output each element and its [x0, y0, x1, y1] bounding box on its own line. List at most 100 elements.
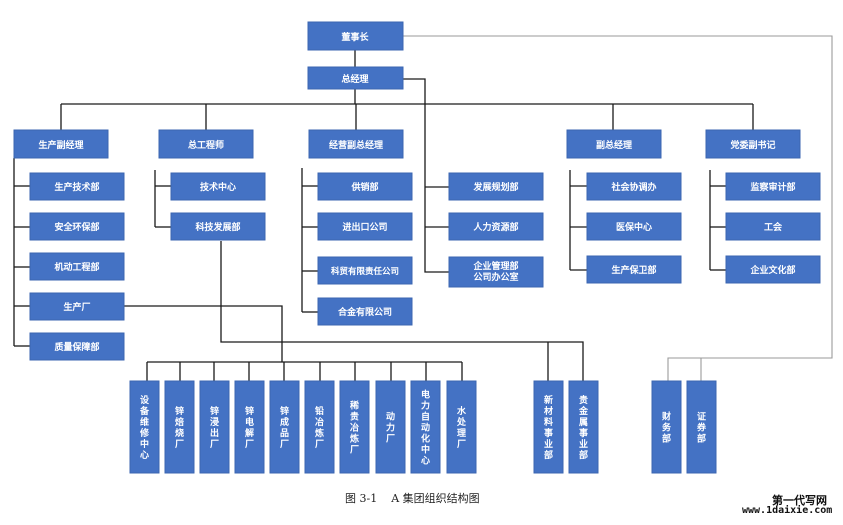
label-char: 焙: [175, 416, 184, 428]
node-power-plant-label: 动力厂: [386, 412, 395, 445]
node-vgm-label: 副总经理: [596, 139, 632, 151]
label-char: 料: [544, 416, 553, 428]
node-gm: [307, 66, 404, 90]
node-culture: [725, 255, 821, 284]
label-char: 部: [579, 449, 588, 461]
label-char: 部: [662, 433, 671, 445]
label-char: 财: [661, 411, 671, 423]
label-char: 稀: [350, 400, 359, 412]
label-char: 中: [140, 438, 149, 450]
node-union-label: 工会: [764, 221, 783, 233]
conn-scidev-plants: [220, 241, 584, 381]
node-import-export-label: 进出口公司: [342, 221, 387, 233]
label-char: 厂: [386, 434, 395, 445]
label-char: 事: [544, 427, 553, 439]
node-medical-label: 医保中心: [616, 221, 652, 233]
node-rare-smelt: [339, 380, 370, 474]
label-char: 锌: [280, 405, 289, 417]
node-chairman-label: 董事长: [341, 31, 369, 43]
node-prod-tech: [29, 172, 125, 201]
node-social: [586, 172, 682, 201]
watermark-url: www.1daixie.com: [742, 505, 833, 516]
label-char: 券: [696, 422, 707, 434]
node-alloy-ltd: [317, 297, 413, 326]
node-party-sec-label: 党委副书记: [730, 139, 775, 151]
node-zinc-roast-label: 锌焙烧厂: [175, 405, 184, 450]
label-char: 业: [544, 438, 553, 450]
label-char: 自: [421, 411, 430, 423]
label-line: 公司办公室: [473, 271, 518, 283]
node-rare-smelt-label: 稀贵冶炼厂: [350, 400, 359, 456]
figure-caption: 图 3-1 A 集团组织结构图: [345, 492, 480, 505]
node-equip-repair-label: 设备维修中心: [139, 394, 150, 461]
node-union: [725, 212, 821, 241]
label-char: 动: [386, 412, 395, 423]
node-zinc-roast: [164, 380, 195, 474]
node-zinc-product: [269, 380, 300, 474]
label-char: 厂: [245, 439, 254, 450]
node-securities-label: 证券部: [696, 412, 707, 445]
node-prod-vgm: [13, 129, 109, 159]
node-finance: [651, 380, 682, 474]
label-char: 锌: [210, 405, 219, 417]
label-char: 心: [140, 450, 149, 461]
node-chairman: [307, 21, 404, 51]
label-char: 新: [544, 394, 553, 406]
node-elec-auto-label: 电力自动化中心: [421, 389, 430, 467]
node-trade-ltd: [317, 256, 413, 285]
node-op-vgm: [308, 129, 404, 159]
label-char: 电: [245, 416, 254, 428]
conn-chairman-finance: [403, 35, 833, 381]
label-char: 厂: [210, 439, 219, 450]
label-char: 设: [140, 394, 150, 406]
label-char: 电: [421, 389, 430, 401]
label-char: 品: [280, 428, 289, 439]
label-char: 金: [578, 405, 589, 417]
node-import-export: [317, 212, 413, 241]
label-char: 贵: [579, 394, 588, 406]
org-chart: 董事长 总经理 生产副经理 总工程师 经营副总经理 副总经理 党委副书记 生产技…: [13, 21, 833, 474]
node-finance-label: 财务部: [661, 411, 672, 445]
label-char: 维: [140, 416, 149, 428]
node-trade-ltd-label: 科贸有限责任公司: [331, 266, 399, 277]
node-vgm: [566, 129, 662, 159]
node-tech-center-label: 技术中心: [200, 181, 236, 193]
node-lead-smelt: [304, 380, 335, 474]
label-char: 冶: [350, 422, 359, 434]
label-char: 力: [421, 400, 430, 412]
label-char: 修: [139, 427, 150, 439]
node-supply-label: 供销部: [350, 181, 378, 193]
label-char: 理: [457, 428, 466, 439]
node-safety-env-label: 安全环保部: [54, 221, 99, 233]
node-securities: [686, 380, 717, 474]
label-char: 冶: [315, 416, 324, 428]
node-mech-power: [29, 252, 125, 281]
node-gm-label: 总经理: [341, 73, 368, 85]
node-zinc-elec: [234, 380, 265, 474]
conn-gm-devplan-column: [403, 78, 449, 273]
connectors: [13, 35, 833, 381]
label-char: 业: [579, 438, 588, 450]
node-equip-repair: [129, 380, 160, 474]
node-op-vgm-label: 经营副总经理: [329, 139, 383, 151]
label-char: 浸: [210, 416, 219, 428]
node-quality: [29, 332, 125, 361]
label-char: 化: [421, 433, 430, 445]
node-social-label: 社会协调办: [610, 181, 656, 193]
node-dev-plan: [448, 172, 544, 201]
label-char: 贵: [350, 411, 359, 423]
node-safety-env: [29, 212, 125, 241]
label-char: 炼: [350, 433, 359, 445]
node-ent-mgmt-label: 企业管理部公司办公室: [472, 260, 518, 283]
label-char: 部: [544, 449, 553, 461]
label-char: 属: [578, 416, 588, 428]
label-char: 水: [457, 405, 467, 417]
label-char: 备: [139, 405, 150, 417]
node-audit: [725, 172, 821, 201]
label-char: 心: [421, 456, 430, 467]
label-char: 部: [697, 433, 706, 445]
node-prod-tech-label: 生产技术部: [54, 181, 99, 193]
label-char: 解: [245, 427, 254, 439]
node-medical: [586, 212, 682, 241]
node-ent-mgmt: [448, 256, 544, 288]
